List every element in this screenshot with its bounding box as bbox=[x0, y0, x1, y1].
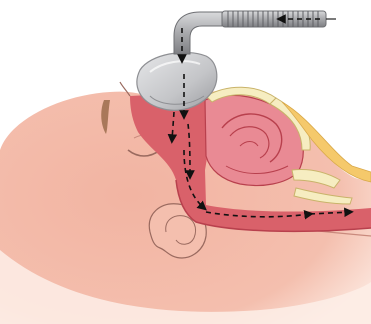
cpap-airway-illustration bbox=[0, 0, 371, 324]
cpap-illustration-stage bbox=[0, 0, 371, 324]
